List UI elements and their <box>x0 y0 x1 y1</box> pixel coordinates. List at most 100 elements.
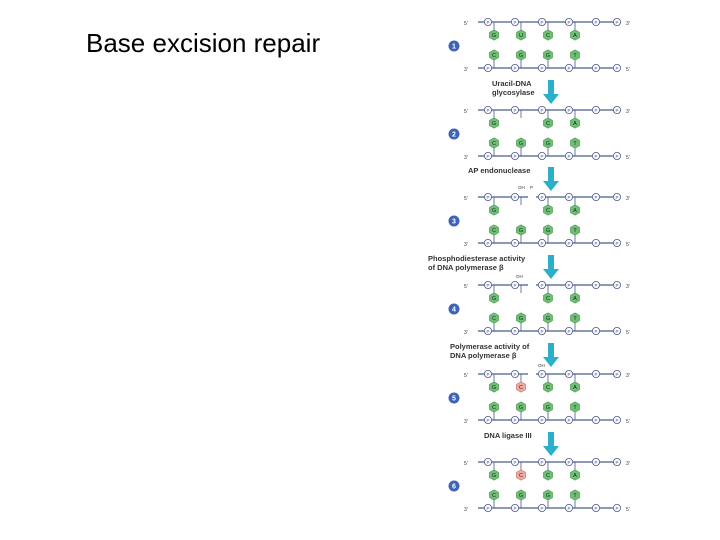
base-top <box>543 469 553 481</box>
phosphate-circle <box>484 64 493 73</box>
base-top-letter: C <box>546 121 550 127</box>
phosphate-label: P <box>615 20 618 25</box>
phosphate-circle <box>511 64 520 73</box>
phosphate-circle <box>511 192 520 201</box>
phosphate-circle <box>484 369 493 378</box>
phosphate-circle <box>591 280 600 289</box>
base-top <box>543 204 553 216</box>
step-number: 2 <box>452 132 456 139</box>
base-bottom-letter: G <box>546 141 550 147</box>
step-badge <box>448 40 460 52</box>
phosphate-label: P <box>615 241 618 246</box>
phosphate-label: P <box>540 154 543 159</box>
hydroxyl-label: OH <box>516 274 523 279</box>
phosphate-label: P <box>513 195 516 200</box>
hydroxyl-label: OH <box>538 363 545 368</box>
base-top <box>489 117 499 129</box>
base-top <box>543 292 553 304</box>
phosphate-circle <box>538 238 547 247</box>
base-top-letter: A <box>573 208 577 214</box>
phosphate-circle <box>538 192 547 201</box>
base-bottom <box>489 137 499 149</box>
base-bottom <box>543 489 553 501</box>
base-top-letter: G <box>492 385 496 391</box>
step-number: 3 <box>452 219 456 226</box>
base-top <box>489 29 499 41</box>
enzyme-label: DNA polymerase β <box>450 351 517 360</box>
phosphate-circle <box>612 192 621 201</box>
base-top-letter: C <box>519 385 523 391</box>
phosphate-label: P <box>567 20 570 25</box>
base-top <box>570 381 580 393</box>
phosphate-circle <box>538 415 547 424</box>
end-label-3prime-top: 3' <box>626 373 630 379</box>
base-bottom <box>489 401 499 413</box>
phosphate-label: P <box>567 372 570 377</box>
base-bottom <box>570 401 580 413</box>
phosphate-label: P <box>594 329 597 334</box>
enzyme-label: glycosylase <box>492 88 535 97</box>
phosphate-label: P <box>615 154 618 159</box>
phosphate-label: P <box>513 418 516 423</box>
phosphate-label: P <box>486 108 489 113</box>
phosphate-circle <box>591 151 600 160</box>
phosphate-label: P <box>486 241 489 246</box>
phosphate-circle <box>511 415 520 424</box>
enzyme-label: of DNA polymerase β <box>428 263 504 272</box>
phosphate-circle <box>591 326 600 335</box>
base-bottom-letter: C <box>492 493 496 499</box>
end-label-3prime-bottom: 3' <box>464 419 468 425</box>
end-label-3prime-top: 3' <box>626 21 630 27</box>
phosphate-label: P <box>513 66 516 71</box>
phosphate-circle <box>538 17 547 26</box>
base-bottom <box>570 224 580 236</box>
phosphate-label: P <box>540 329 543 334</box>
phosphate-label: P <box>615 66 618 71</box>
phosphate-label: P <box>513 108 516 113</box>
phosphate-circle <box>511 457 520 466</box>
base-top <box>489 469 499 481</box>
phosphate-label: P <box>540 241 543 246</box>
base-top-letter: G <box>492 473 496 479</box>
end-label-5prime-top: 5' <box>464 373 468 379</box>
step-number: 6 <box>452 484 456 491</box>
end-label-3prime-top: 3' <box>626 461 630 467</box>
end-label-5prime-bottom: 5' <box>626 507 630 513</box>
end-label-3prime-bottom: 3' <box>464 67 468 73</box>
phosphate-label: P <box>486 283 489 288</box>
phosphate-label: P <box>615 283 618 288</box>
phosphate-circle <box>511 369 520 378</box>
base-bottom <box>543 137 553 149</box>
phosphate-circle <box>511 280 520 289</box>
phosphate-label: P <box>540 506 543 511</box>
phosphate-circle <box>591 369 600 378</box>
phosphate-circle <box>564 503 573 512</box>
phosphate-label: P <box>594 460 597 465</box>
enzyme-label: Phosphodiesterase activity <box>428 254 526 263</box>
phosphate-label: P <box>486 195 489 200</box>
base-bottom-letter: T <box>573 493 577 499</box>
phosphate-circle <box>591 238 600 247</box>
base-bottom-letter: G <box>546 228 550 234</box>
phosphate-circle <box>538 326 547 335</box>
phosphate-label: P <box>594 372 597 377</box>
phosphate-circle <box>538 151 547 160</box>
end-label-5prime-top: 5' <box>464 461 468 467</box>
phosphate-circle <box>612 106 621 115</box>
base-bottom <box>570 489 580 501</box>
end-label-5prime-top: 5' <box>464 196 468 202</box>
base-bottom-letter: G <box>519 405 523 411</box>
phosphate-label: P <box>540 283 543 288</box>
phosphate-label: P <box>615 460 618 465</box>
base-bottom-letter: G <box>546 405 550 411</box>
phosphate-circle <box>564 369 573 378</box>
base-bottom <box>543 224 553 236</box>
phosphate-circle <box>612 17 621 26</box>
phosphate-circle <box>511 326 520 335</box>
base-bottom-letter: T <box>573 53 577 59</box>
phosphate-label: P <box>486 506 489 511</box>
phosphate-circle <box>484 326 493 335</box>
end-label-5prime-bottom: 5' <box>626 155 630 161</box>
base-top <box>543 381 553 393</box>
